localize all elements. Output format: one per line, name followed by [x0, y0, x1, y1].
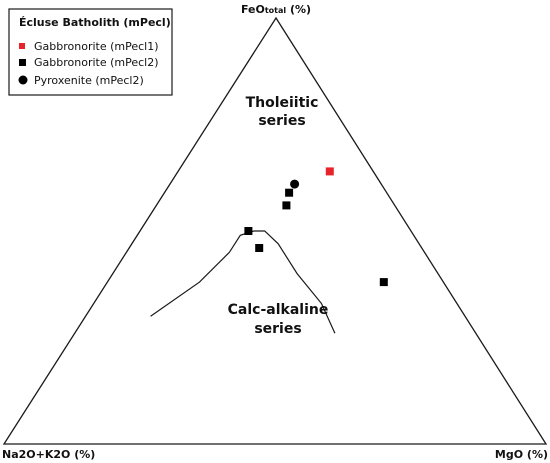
- legend-title: Écluse Batholith (mPecl): [19, 16, 171, 29]
- data-point-series2-2: [285, 188, 294, 197]
- legend-box: [8, 8, 173, 96]
- tholeiitic-calc-alkaline-boundary: [150, 230, 336, 334]
- vertex-label-alkali: Na2O+K2O (%): [2, 448, 95, 461]
- legend-entry-3: Pyroxenite (mPecl2): [34, 74, 144, 87]
- legend-marker-red-square: [19, 43, 25, 49]
- data-point-series2-5: [379, 278, 388, 287]
- data-point-series2-3: [244, 227, 253, 235]
- legend-marker-black-square: [19, 59, 26, 66]
- data-point-series2-4: [255, 244, 264, 252]
- legend: Écluse Batholith (mPecl) Gabbronorite (m…: [8, 8, 173, 96]
- legend-entry-2: Gabbronorite (mPecl2): [34, 56, 159, 69]
- data-point-series3-1: [290, 179, 300, 189]
- vertex-label-feo: FeOtotal (%): [241, 3, 311, 16]
- calc-alkaline-label-line2: series: [254, 321, 301, 337]
- data-point-series1-1: [325, 167, 334, 176]
- tholeiitic-label-line1: Tholeiitic: [246, 95, 319, 111]
- data-point-series2-1: [282, 201, 291, 210]
- calc-alkaline-label-line1: Calc-alkaline: [228, 302, 329, 318]
- data-points: [244, 167, 388, 287]
- ternary-triangle-frame: [2, 16, 548, 445]
- tholeiitic-label-line2: series: [258, 113, 305, 129]
- legend-entry-1: Gabbronorite (mPecl1): [34, 40, 159, 53]
- legend-marker-black-circle: [18, 75, 28, 85]
- vertex-label-mgo: MgO (%): [495, 448, 548, 461]
